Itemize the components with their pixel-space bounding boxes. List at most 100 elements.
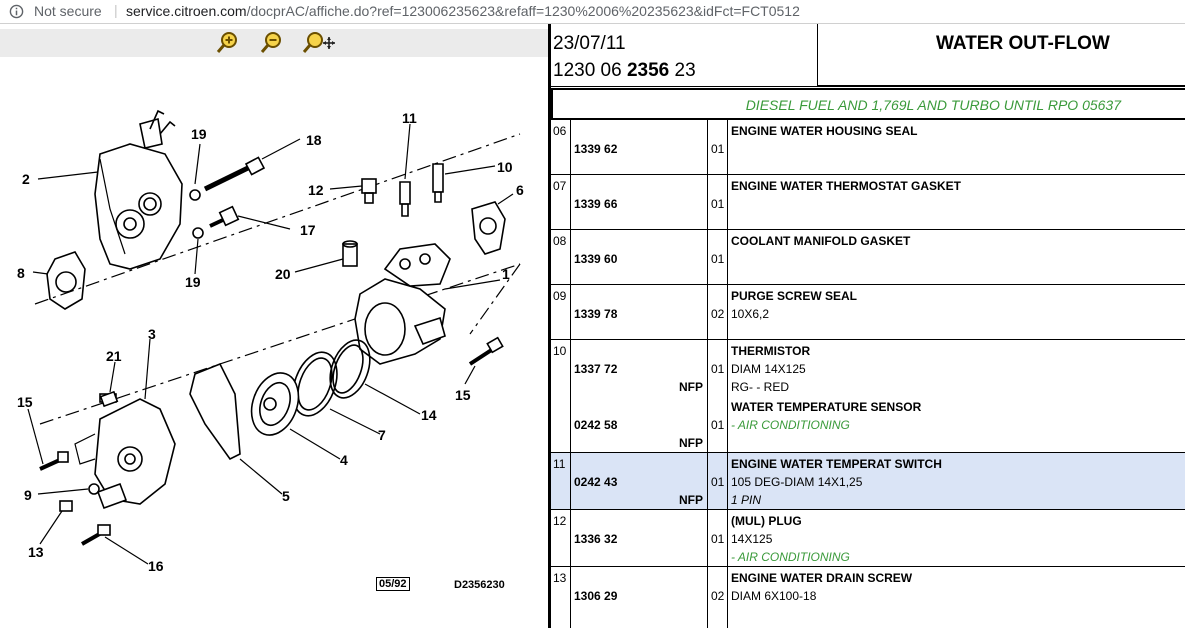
callout-18: 18 bbox=[306, 132, 322, 148]
header-date: 23/07/11 bbox=[553, 33, 626, 54]
part-number[interactable]: 0242 58 bbox=[574, 418, 618, 432]
row-number: 09 bbox=[553, 289, 567, 303]
callout-19-bottom: 19 bbox=[185, 274, 201, 290]
part-number[interactable]: 0242 43 bbox=[574, 475, 618, 489]
parts-table: 06 01 1339 62 ENGINE WATER HOUSING SEAL … bbox=[551, 120, 1185, 628]
part-number[interactable]: 1337 72 bbox=[574, 362, 618, 376]
row-number: 10 bbox=[553, 344, 567, 358]
callout-11: 11 bbox=[402, 110, 417, 126]
callout-15-left: 15 bbox=[17, 394, 33, 410]
part-detail: 14X125 bbox=[731, 532, 773, 546]
table-row-selected[interactable]: 11 01 0242 43 NFP ENGINE WATER TEMPERAT … bbox=[551, 453, 1185, 510]
table-row[interactable]: 09 02 1339 78 PURGE SCREW SEAL 10X6,2 bbox=[551, 285, 1185, 340]
callout-6: 6 bbox=[516, 182, 524, 198]
row-number: 12 bbox=[553, 514, 567, 528]
row-number: 11 bbox=[553, 457, 566, 471]
address-bar[interactable]: Not secure | service.citroen.com/docprAC… bbox=[0, 0, 1185, 24]
diagram-callouts: 1 2 3 4 5 6 7 8 9 10 11 12 13 14 15 15 1… bbox=[0, 64, 548, 624]
zoom-out-icon[interactable] bbox=[259, 30, 285, 56]
part-description: ENGINE WATER THERMOSTAT GASKET bbox=[731, 179, 961, 193]
part-description: ENGINE WATER TEMPERAT SWITCH bbox=[731, 457, 942, 471]
quantity: 02 bbox=[711, 307, 725, 321]
header-title-box: WATER OUT-FLOW bbox=[817, 24, 1185, 86]
page-title: WATER OUT-FLOW bbox=[936, 33, 1110, 54]
row-number: 08 bbox=[553, 234, 567, 248]
table-row[interactable]: 12 01 1336 32 (MUL) PLUG 14X125 - AIR CO… bbox=[551, 510, 1185, 567]
callout-13: 13 bbox=[28, 544, 44, 560]
table-row[interactable]: 06 01 1339 62 ENGINE WATER HOUSING SEAL bbox=[551, 120, 1185, 175]
date-stamp: 05/92 bbox=[376, 577, 410, 591]
part-number[interactable]: 1336 32 bbox=[574, 532, 618, 546]
callout-5: 5 bbox=[282, 488, 290, 504]
part-number[interactable]: 1339 66 bbox=[574, 197, 618, 211]
part-number[interactable]: 1339 78 bbox=[574, 307, 618, 321]
part-description: (MUL) PLUG bbox=[731, 514, 802, 528]
part-number[interactable]: 1339 60 bbox=[574, 252, 618, 266]
quantity: 02 bbox=[711, 589, 725, 603]
callout-20: 20 bbox=[275, 266, 291, 282]
row-number: 06 bbox=[553, 124, 567, 138]
callout-2: 2 bbox=[22, 171, 30, 187]
quantity: 01 bbox=[711, 142, 725, 156]
callout-1: 1 bbox=[502, 266, 510, 282]
nfp-flag: NFP bbox=[679, 493, 703, 507]
callout-16: 16 bbox=[148, 558, 164, 574]
table-row[interactable]: 07 01 1339 66 ENGINE WATER THERMOSTAT GA… bbox=[551, 175, 1185, 230]
figure-reference: D2356230 bbox=[454, 579, 505, 591]
quantity: 01 bbox=[711, 362, 725, 376]
applicability-note: - AIR CONDITIONING bbox=[731, 550, 850, 564]
part-description: WATER TEMPERATURE SENSOR bbox=[731, 400, 922, 414]
callout-19-top: 19 bbox=[191, 126, 207, 142]
callout-4: 4 bbox=[340, 452, 348, 468]
header-reference: 1230 06 2356 23 bbox=[553, 60, 696, 81]
part-description: ENGINE WATER DRAIN SCREW bbox=[731, 571, 913, 585]
row-number: 13 bbox=[553, 571, 567, 585]
table-row[interactable]: 10 01 01 1337 72 NFP THERMISTOR DIAM 14X… bbox=[551, 340, 1185, 453]
pan-icon[interactable] bbox=[301, 30, 337, 56]
diagram-toolbar bbox=[0, 29, 548, 57]
callout-8: 8 bbox=[17, 265, 25, 281]
part-detail: DIAM 6X100-18 bbox=[731, 589, 817, 603]
nfp-flag: NFP bbox=[679, 380, 703, 394]
info-icon[interactable] bbox=[9, 4, 24, 19]
callout-21: 21 bbox=[106, 348, 122, 364]
quantity: 01 bbox=[711, 475, 725, 489]
header-divider bbox=[551, 86, 1185, 87]
part-detail: 105 DEG-DIAM 14X1,25 bbox=[731, 475, 863, 489]
table-row[interactable]: 13 02 1306 29 ENGINE WATER DRAIN SCREW D… bbox=[551, 567, 1185, 628]
applicability-text: DIESEL FUEL AND 1,769L AND TURBO UNTIL R… bbox=[745, 97, 1121, 113]
part-note: 1 PIN bbox=[731, 493, 762, 507]
diagram-pane: 1 2 3 4 5 6 7 8 9 10 11 12 13 14 15 15 1… bbox=[0, 24, 548, 628]
quantity: 01 bbox=[711, 197, 725, 211]
row-number: 07 bbox=[553, 179, 567, 193]
part-description: ENGINE WATER HOUSING SEAL bbox=[731, 124, 918, 138]
zoom-in-icon[interactable] bbox=[215, 30, 241, 56]
nfp-flag: NFP bbox=[679, 436, 703, 450]
callout-15-right: 15 bbox=[455, 387, 471, 403]
applicability-banner: DIESEL FUEL AND 1,769L AND TURBO UNTIL R… bbox=[551, 88, 1185, 120]
part-description: PURGE SCREW SEAL bbox=[731, 289, 858, 303]
callout-17: 17 bbox=[300, 222, 316, 238]
callout-10: 10 bbox=[497, 159, 513, 175]
parts-pane: 23/07/11 1230 06 2356 23 WATER OUT-FLOW … bbox=[551, 24, 1185, 628]
part-description: COOLANT MANIFOLD GASKET bbox=[731, 234, 911, 248]
pane-divider[interactable] bbox=[548, 24, 551, 628]
callout-9: 9 bbox=[24, 487, 32, 503]
quantity: 01 bbox=[711, 252, 725, 266]
callout-3: 3 bbox=[148, 326, 156, 342]
security-label: Not secure bbox=[34, 3, 102, 19]
exploded-parts-diagram bbox=[27, 109, 521, 565]
table-row[interactable]: 08 01 1339 60 COOLANT MANIFOLD GASKET bbox=[551, 230, 1185, 285]
callout-7: 7 bbox=[378, 427, 386, 443]
part-number[interactable]: 1306 29 bbox=[574, 589, 618, 603]
part-detail: DIAM 14X125 bbox=[731, 362, 806, 376]
url-text[interactable]: service.citroen.com/docprAC/affiche.do?r… bbox=[126, 3, 800, 19]
quantity: 01 bbox=[711, 532, 725, 546]
callout-14: 14 bbox=[421, 407, 437, 423]
part-detail: RG- - RED bbox=[731, 380, 789, 394]
part-detail: 10X6,2 bbox=[731, 307, 770, 321]
part-description: THERMISTOR bbox=[731, 344, 811, 358]
part-number[interactable]: 1339 62 bbox=[574, 142, 618, 156]
applicability-note: - AIR CONDITIONING bbox=[731, 418, 850, 432]
quantity: 01 bbox=[711, 418, 725, 432]
